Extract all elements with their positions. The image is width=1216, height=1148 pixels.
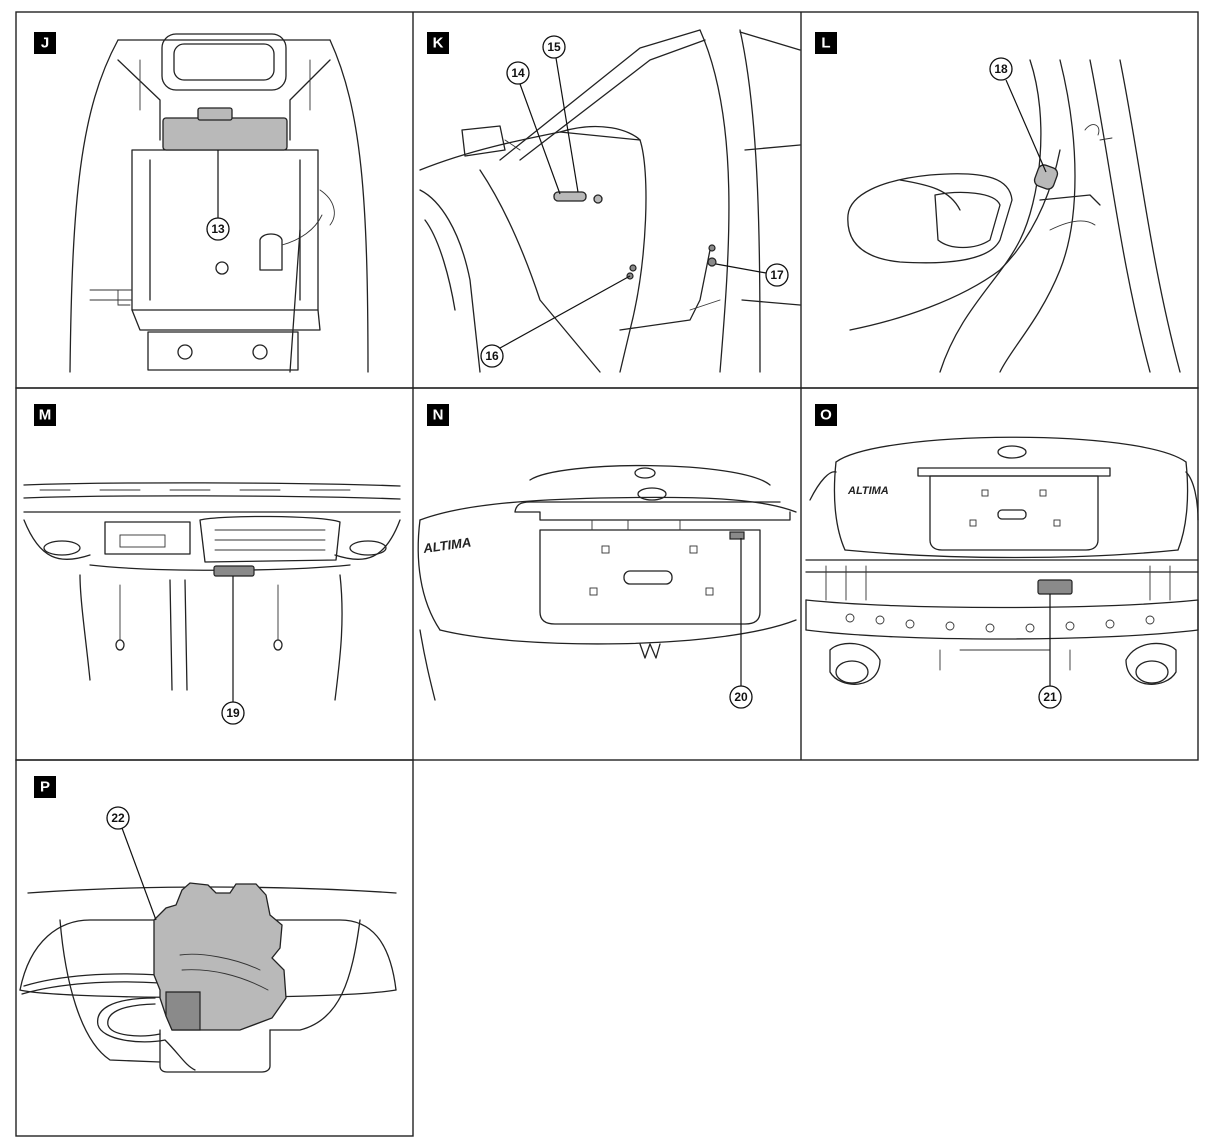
panel-frames	[15, 11, 1199, 1137]
trunk-lid-lock-drawing	[19, 882, 397, 1073]
panel-m: M 19	[23, 404, 401, 725]
pillar-switch-17	[707, 257, 717, 267]
trunk-lid-drawing: ALTIMA	[417, 464, 797, 701]
rear-bumper-antenna-21	[1037, 579, 1073, 595]
callout-18: 18	[994, 62, 1008, 76]
panel-l-label: L	[821, 35, 830, 52]
control-unit-13	[162, 117, 288, 151]
panel-n-label: N	[433, 407, 444, 424]
interior-antenna-18	[1033, 164, 1059, 190]
panel-m-label: M	[39, 407, 52, 424]
callout-13: 13	[211, 222, 225, 236]
panel-o-label: O	[820, 407, 832, 424]
door-handle-14	[553, 191, 587, 202]
antenna-19	[213, 565, 255, 577]
callout-22: 22	[111, 811, 125, 825]
altima-badge-n: ALTIMA	[421, 534, 472, 556]
callout-16: 16	[485, 349, 499, 363]
rear-parcel-shelf-drawing	[23, 482, 401, 701]
panel-p-label: P	[40, 779, 50, 796]
trunk-switch-20	[729, 531, 745, 540]
open-front-door-drawing	[419, 29, 801, 373]
panel-k: K 14 15	[419, 29, 801, 373]
panel-n: N ALTIMA 20	[417, 404, 797, 709]
panel-o: O	[805, 404, 1199, 709]
callout-20: 20	[734, 690, 748, 704]
callout-15: 15	[547, 40, 561, 54]
center-console-drawing	[69, 33, 369, 373]
rear-seat-drawing	[847, 59, 1181, 373]
rear-bumper-drawing: ALTIMA	[805, 436, 1199, 685]
panel-l: L 18	[815, 32, 1181, 373]
panel-p: P 22	[19, 776, 397, 1073]
callout-17: 17	[770, 268, 784, 282]
callout-19: 19	[226, 706, 240, 720]
request-switch-15	[593, 194, 603, 204]
panel-k-label: K	[433, 35, 444, 52]
panel-j: J 13	[34, 32, 369, 373]
panel-j-label: J	[41, 35, 49, 52]
callout-21: 21	[1043, 690, 1057, 704]
altima-badge-o: ALTIMA	[847, 485, 889, 497]
callout-14: 14	[511, 66, 525, 80]
